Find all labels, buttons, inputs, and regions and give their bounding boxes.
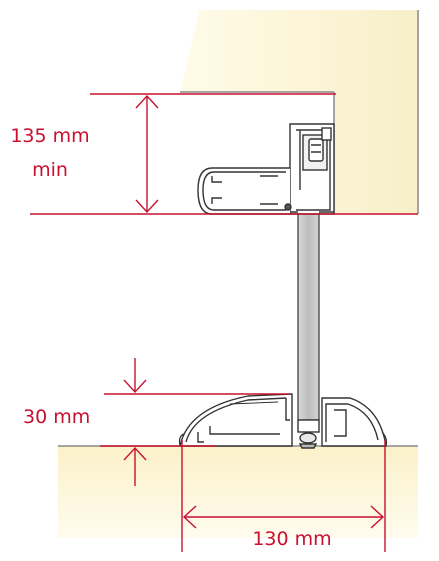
floor-block — [58, 446, 418, 538]
top-clearance-qualifier-label: min — [32, 159, 68, 181]
top-clearance-label: 135 mm — [10, 125, 90, 147]
base-width-label: 130 mm — [252, 528, 332, 550]
dimension-30 — [100, 358, 290, 486]
ceiling-track-profile — [197, 123, 335, 215]
base-height-label: 30 mm — [23, 406, 91, 428]
dimension-130 — [181, 440, 386, 552]
floor-track-profile — [178, 393, 388, 449]
ceiling-block — [180, 10, 418, 214]
dimension-135 — [30, 93, 418, 215]
